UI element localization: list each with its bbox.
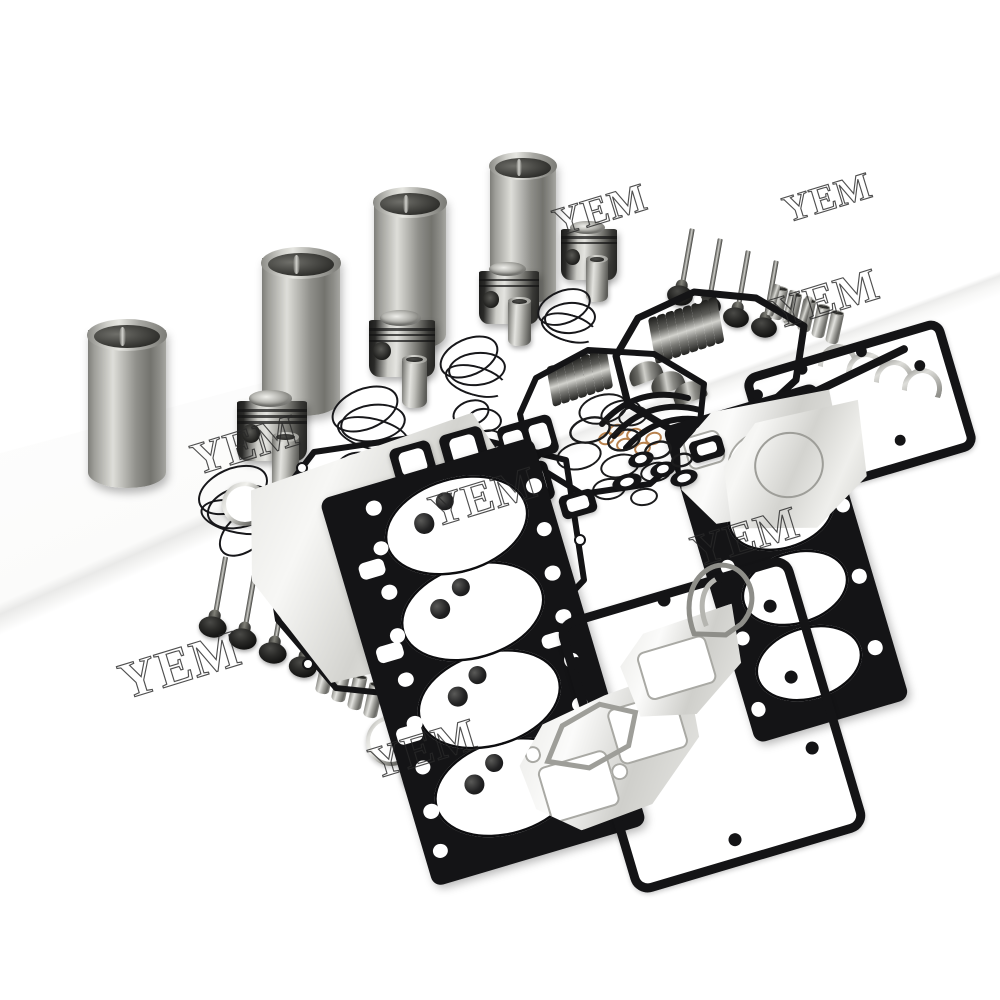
opening (565, 494, 590, 513)
bolt-boss (568, 655, 585, 672)
head-bolt-hole (364, 498, 384, 518)
bolt-hole (850, 567, 869, 586)
piston-combustion-bowl (570, 220, 606, 235)
head-bolt-hole (543, 563, 563, 583)
liner-body (262, 258, 340, 416)
head-bolt-hole (534, 520, 554, 539)
head-bolt-hole (396, 670, 416, 689)
pin-body (586, 258, 608, 302)
head-bolt-hole (413, 758, 433, 777)
liner-body (88, 330, 166, 488)
piston-combustion-bowl (380, 310, 422, 326)
piston-ring-groove (237, 415, 307, 418)
bolt-boss (655, 591, 673, 609)
piston-pin-bore (373, 342, 392, 361)
piston-2 (368, 306, 436, 388)
wrist-pin-2 (402, 354, 427, 408)
oil-feed-bracket (544, 701, 639, 771)
pin-bore (276, 434, 295, 441)
liner-bore-highlight (402, 194, 410, 214)
piston-ring-groove (561, 236, 617, 239)
cylinder-liner-2 (261, 246, 341, 416)
pin-body (508, 300, 531, 346)
piston-pin-bore (564, 248, 580, 265)
coolant-passage (374, 640, 405, 665)
valve-head (197, 613, 229, 640)
head-bolt-hole (430, 841, 450, 860)
piston-ring-groove (369, 333, 435, 337)
piston-pin-bore (482, 291, 500, 309)
bolt-boss (804, 739, 821, 757)
liner-bore (495, 157, 551, 179)
wrist-pin-3 (508, 296, 531, 346)
piston-ring-groove (561, 242, 617, 245)
piston-ring-groove (237, 409, 307, 412)
bolt-boss (783, 668, 800, 686)
coolant-passage (394, 722, 425, 747)
liner-bore-highlight (293, 254, 301, 274)
pin-bore (406, 356, 423, 362)
piston-ring-groove (369, 328, 435, 331)
wrist-pin-4 (586, 254, 608, 302)
liner-bore (268, 253, 334, 277)
piston-pin-bore (241, 423, 261, 443)
liner-bore-highlight (516, 159, 523, 177)
piston-ring-groove (237, 421, 307, 424)
piston-ring-groove (369, 339, 435, 343)
rocker-bracket-gasket (686, 562, 755, 638)
liner-bore (379, 193, 441, 216)
piston-combustion-bowl (489, 261, 527, 277)
coolant-passage (356, 556, 388, 581)
bolt-hole (866, 638, 885, 657)
cylinder-liner-1 (87, 318, 167, 488)
liner-bore-highlight (119, 326, 127, 346)
pin-bore (511, 298, 528, 304)
bolt-boss (726, 831, 744, 848)
head-bolt-hole (379, 582, 399, 602)
piston-combustion-bowl (248, 390, 293, 407)
injector-seal-rings (569, 416, 694, 468)
liner-bore (94, 325, 160, 349)
pin-bore (589, 256, 605, 262)
head-bolt-hole (524, 476, 544, 496)
piston-ring-groove (479, 284, 539, 288)
pin-body (402, 358, 427, 408)
piston-ring-groove (479, 278, 539, 281)
